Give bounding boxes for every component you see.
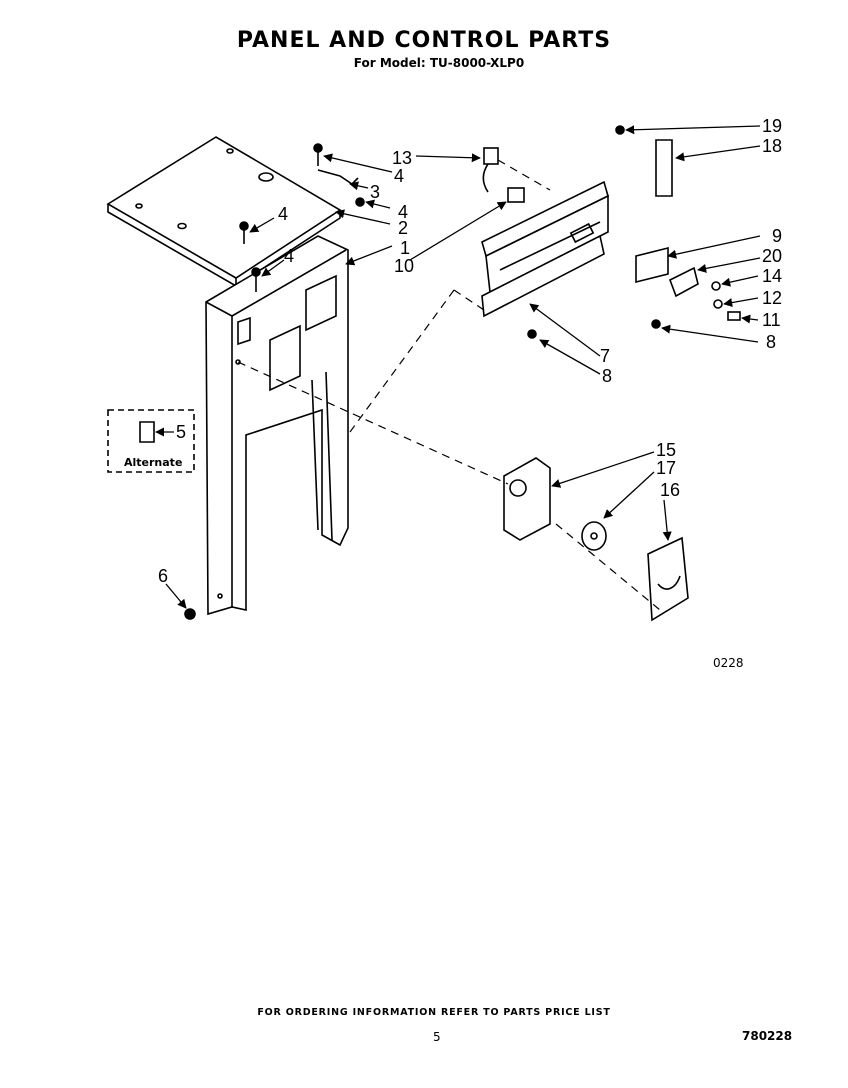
callout-3: 3 xyxy=(370,182,380,202)
callout-4: 4 xyxy=(394,166,404,186)
assembly-guide-lines xyxy=(237,159,661,611)
switch-bracket xyxy=(317,169,359,186)
callout-4: 4 xyxy=(278,204,288,224)
callout-14: 14 xyxy=(762,266,782,286)
timer-assembly xyxy=(503,457,689,622)
callout-20: 20 xyxy=(762,246,782,266)
callout-8: 8 xyxy=(766,332,776,352)
callout-17: 17 xyxy=(656,458,676,478)
page-title: PANEL AND CONTROL PARTS xyxy=(236,28,612,53)
callout-6: 6 xyxy=(158,566,168,586)
screw-fasteners xyxy=(184,125,661,620)
callout-7: 7 xyxy=(600,346,610,366)
switch-module-13 xyxy=(483,147,499,165)
callout-1: 1 xyxy=(400,238,410,258)
alternate-box xyxy=(107,409,195,473)
callout-9: 9 xyxy=(772,226,782,246)
callout-19: 19 xyxy=(762,116,782,136)
callout-11: 11 xyxy=(762,310,781,330)
callout-10: 10 xyxy=(394,256,414,276)
callout-16: 16 xyxy=(660,480,680,500)
callout-4: 4 xyxy=(398,202,408,222)
side-frame-panel xyxy=(205,235,349,616)
callout-15: 15 xyxy=(656,440,676,460)
callout-5: 5 xyxy=(176,422,186,442)
ordering-note: FOR ORDERING INFORMATION REFER TO PARTS … xyxy=(257,1007,611,1018)
callout-4: 4 xyxy=(284,246,294,266)
dial-face xyxy=(647,536,689,622)
leader-lines xyxy=(155,125,761,609)
callout-8: 8 xyxy=(602,366,612,386)
callout-13: 13 xyxy=(392,148,412,168)
callout-2: 2 xyxy=(398,218,408,238)
callout-18: 18 xyxy=(762,136,782,156)
model-subtitle: For Model: TU-8000-XLP0 xyxy=(353,56,525,70)
callout-12: 12 xyxy=(762,288,782,308)
alternate-label: Alternate xyxy=(124,456,182,469)
switch-block-10 xyxy=(507,187,525,203)
document-number: 780228 xyxy=(742,1029,793,1043)
timer-knob xyxy=(581,521,607,551)
switch-wire xyxy=(482,163,489,193)
callout-labels: 4 3 4 2 1 4 4 13 10 19 18 9 20 14 12 11 … xyxy=(124,116,782,586)
figure-code: 0228 xyxy=(713,656,744,670)
right-hardware xyxy=(635,139,741,321)
control-panel-rail xyxy=(481,180,609,318)
page-number: 5 xyxy=(433,1030,441,1044)
